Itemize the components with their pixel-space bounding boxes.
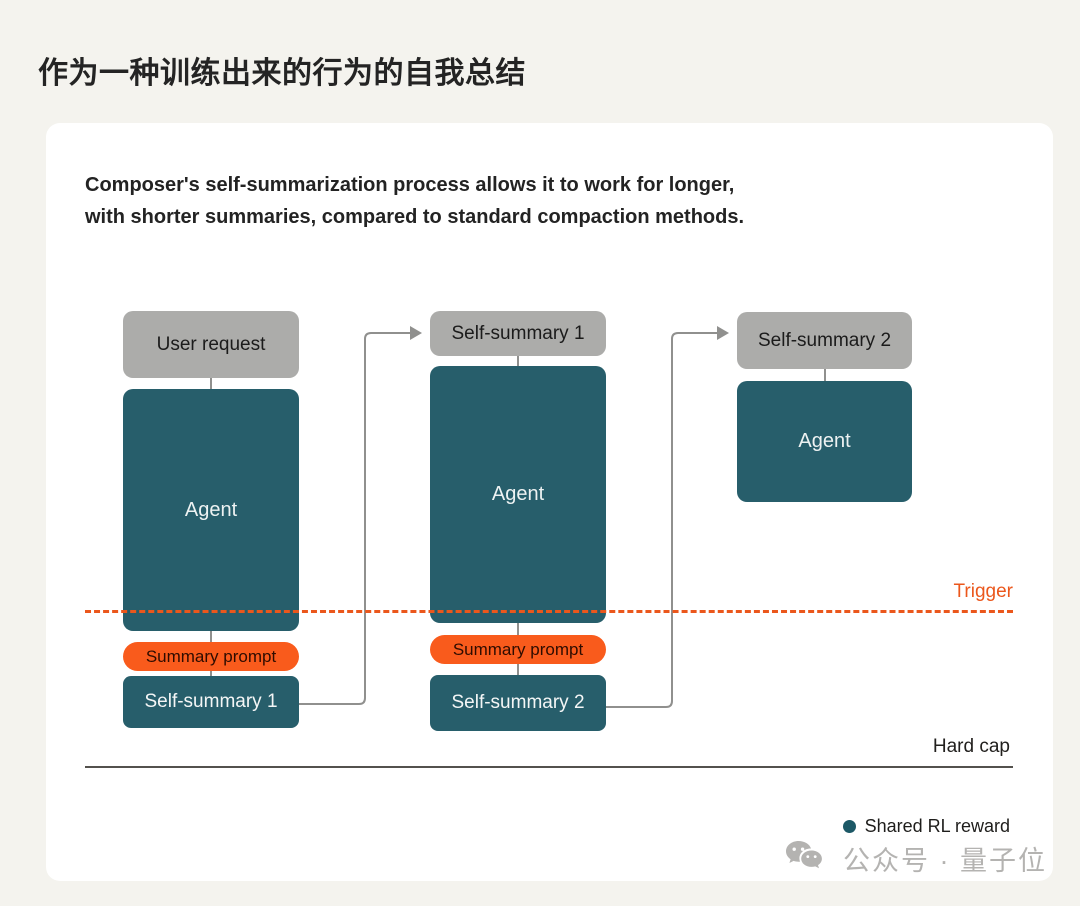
trigger-line — [85, 610, 1013, 613]
watermark: 公众号 · 量子位 — [785, 839, 1047, 878]
box-self-summary-1: Self-summary 1 — [123, 676, 299, 728]
legend-label: Shared RL reward — [864, 816, 1010, 836]
pill-summary-prompt-2: Summary prompt — [430, 635, 606, 664]
box-user-request: User request — [123, 311, 299, 378]
intro-text: Composer's self-summarization process al… — [85, 169, 744, 233]
pill-summary-prompt-1: Summary prompt — [123, 642, 299, 671]
box-self-summary-2: Self-summary 2 — [430, 675, 606, 731]
box-agent-1: Agent — [123, 389, 299, 631]
box-self-summary-1-input: Self-summary 1 — [430, 311, 606, 356]
hard-cap-label: Hard cap — [932, 736, 1010, 757]
wechat-icon — [786, 840, 822, 868]
box-agent-2: Agent — [430, 366, 606, 623]
trigger-label: Trigger — [953, 581, 1013, 602]
box-agent-3: Agent — [737, 381, 912, 502]
arrowhead-icon — [717, 326, 729, 340]
page-title: 作为一种训练出来的行为的自我总结 — [38, 57, 526, 90]
hard-cap-line — [85, 766, 1013, 768]
arrowhead-icon — [410, 326, 422, 340]
intro-line-2: with shorter summaries, compared to stan… — [85, 206, 745, 228]
watermark-text: 公众号 · 量子位 — [843, 846, 1047, 876]
shared-rl-reward-dot-icon — [842, 820, 856, 833]
box-self-summary-2-input: Self-summary 2 — [737, 312, 912, 369]
intro-line-1: Composer's self-summarization process al… — [85, 174, 735, 196]
legend: Shared RL reward — [85, 816, 1010, 837]
diagram-card: Composer's self-summarization process al… — [46, 123, 1053, 881]
